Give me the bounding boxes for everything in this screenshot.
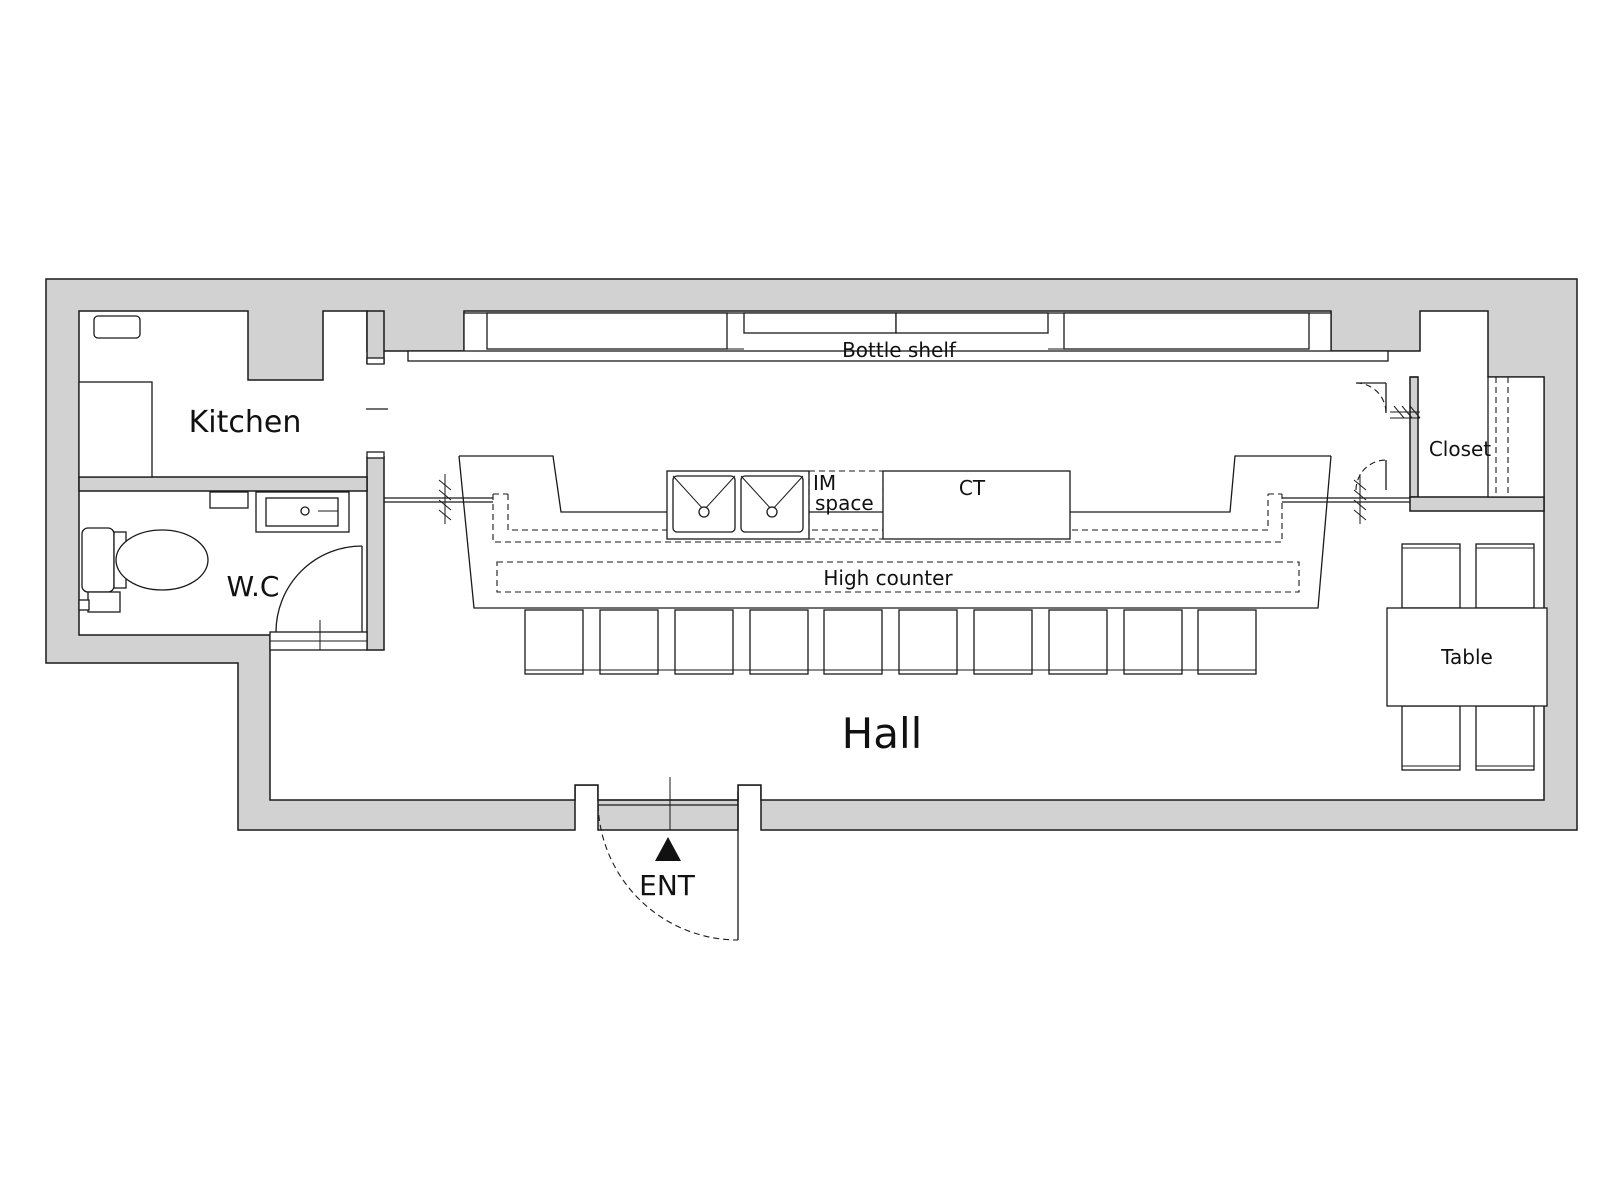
- stool-2: [599, 609, 659, 675]
- chair-bottom-right: [1475, 705, 1535, 771]
- kitchen-wall-stub: [366, 310, 385, 364]
- partition-wall: [366, 456, 385, 651]
- stool-7: [973, 609, 1033, 675]
- double-sink: [666, 470, 810, 540]
- entrance-arrow-icon: [655, 837, 681, 861]
- stool-1: [524, 609, 584, 675]
- stool-8: [1048, 609, 1108, 675]
- kitchen-appliance: [93, 315, 141, 339]
- stool-9: [1123, 609, 1183, 675]
- high-counter-label: High counter: [823, 566, 953, 590]
- im-space-box: [808, 470, 884, 540]
- stool-10: [1197, 609, 1257, 675]
- entrance-label: ENT: [639, 869, 696, 902]
- bar-stools: [524, 609, 1257, 675]
- closet: [1355, 376, 1545, 498]
- table-set: [1386, 543, 1548, 771]
- ct-label: CT: [959, 476, 986, 500]
- table-label: Table: [1440, 645, 1493, 669]
- hall-floor: [78, 310, 1545, 801]
- hall-label: Hall: [842, 709, 923, 758]
- ct-box: [882, 470, 1071, 540]
- kitchen-counter: [78, 381, 153, 478]
- wc-label: W.C: [227, 570, 280, 603]
- kitchen-jamb: [366, 451, 385, 459]
- im-label: IM: [813, 471, 836, 495]
- counter-wall-ties: [384, 474, 1410, 524]
- stool-6: [898, 609, 958, 675]
- chair-bottom-left: [1401, 705, 1461, 771]
- entrance-door: [597, 777, 739, 941]
- stool-4: [749, 609, 809, 675]
- wc-fixtures: [78, 491, 350, 613]
- closet-wall-bottom: [1409, 496, 1545, 512]
- closet-label: Closet: [1429, 437, 1491, 461]
- bottle-shelf: [407, 312, 1389, 362]
- bottle-shelf-label: Bottle shelf: [842, 338, 957, 362]
- chair-top-left: [1401, 543, 1461, 609]
- kitchen-wc-divider: [78, 476, 368, 492]
- stool-3: [674, 609, 734, 675]
- table-top: [1386, 607, 1548, 707]
- wc-door: [269, 545, 368, 651]
- kitchen-jamb-top: [366, 357, 385, 365]
- kitchen-label: Kitchen: [189, 405, 302, 440]
- chair-top-right: [1475, 543, 1535, 609]
- closet-wall-left: [1409, 376, 1419, 498]
- stool-5: [823, 609, 883, 675]
- im-space-label: space: [815, 491, 874, 515]
